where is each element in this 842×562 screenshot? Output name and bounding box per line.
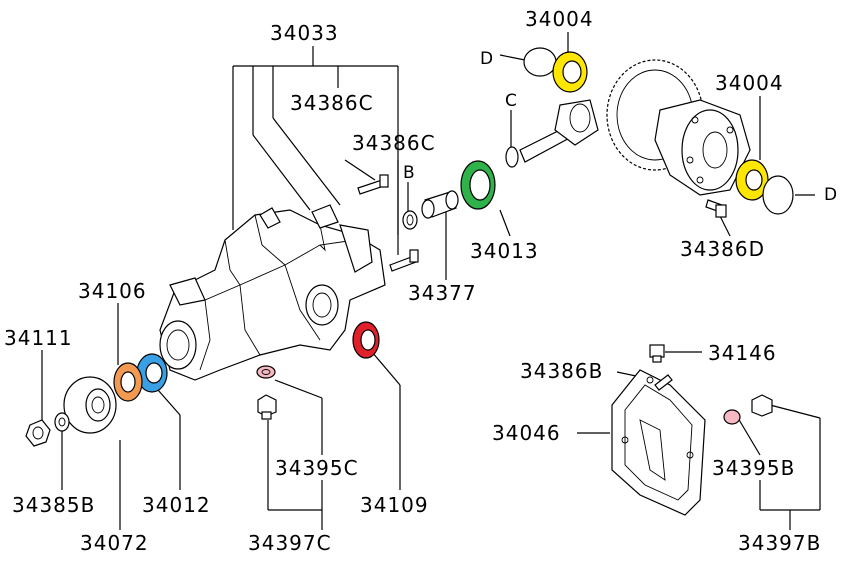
label-34109: 34109 xyxy=(360,493,429,517)
plug-34397b xyxy=(751,394,773,417)
nut-34111 xyxy=(25,419,51,447)
label-34386d: 34386D xyxy=(680,237,765,261)
differential-carrier-housing xyxy=(159,204,386,381)
side-bearing-34004-right xyxy=(735,159,794,215)
label-34397c: 34397C xyxy=(248,531,332,555)
companion-flange-34072 xyxy=(63,376,117,434)
label-34072: 34072 xyxy=(80,531,149,555)
washer-b xyxy=(402,210,418,230)
pinion-bearing-34013 xyxy=(460,160,496,210)
bolt-34386c-lower xyxy=(389,249,419,272)
side-bearing-34004-top xyxy=(523,47,588,93)
label-34395b: 34395B xyxy=(712,456,795,480)
collapsible-spacer-34377 xyxy=(421,190,459,219)
label-34004-right: 34004 xyxy=(715,71,784,95)
spacer-34106 xyxy=(113,362,143,402)
plug-34397c xyxy=(257,394,277,420)
washer-34395c xyxy=(256,365,276,379)
part-labels: 34033 34386C 34386C 34004 34004 D D C B … xyxy=(4,7,837,555)
bolt-34386b xyxy=(654,374,673,391)
leader-lines xyxy=(41,32,821,530)
rear-cover-34046 xyxy=(611,369,706,516)
label-d-right: D xyxy=(824,185,837,205)
label-34111: 34111 xyxy=(4,326,73,350)
washer-c xyxy=(505,146,519,168)
oil-seal-34109 xyxy=(352,321,380,359)
drive-pinion xyxy=(519,99,599,163)
label-b: B xyxy=(403,163,415,183)
label-34004-top: 34004 xyxy=(525,7,594,31)
bolt-34386d xyxy=(705,199,727,218)
label-34012: 34012 xyxy=(142,493,211,517)
label-34385b: 34385B xyxy=(12,493,95,517)
label-34386c-a: 34386C xyxy=(290,91,374,115)
label-34386b: 34386B xyxy=(520,359,603,383)
breather-34146 xyxy=(649,344,665,363)
label-c: C xyxy=(505,91,517,111)
label-34397b: 34397B xyxy=(738,531,821,555)
label-34013: 34013 xyxy=(470,239,539,263)
ring-gear-and-diff-case xyxy=(606,59,751,196)
washer-34395b xyxy=(723,409,741,425)
washer-34385b xyxy=(54,412,70,432)
label-34146: 34146 xyxy=(708,341,777,365)
label-34106: 34106 xyxy=(78,279,147,303)
label-34033: 34033 xyxy=(270,21,339,45)
bolt-34386c-upper xyxy=(357,174,389,195)
label-34046: 34046 xyxy=(492,421,561,445)
label-34395c: 34395C xyxy=(275,456,359,480)
label-34386c-b: 34386C xyxy=(352,131,436,155)
label-34377: 34377 xyxy=(408,281,477,305)
label-d-top: D xyxy=(480,49,493,69)
